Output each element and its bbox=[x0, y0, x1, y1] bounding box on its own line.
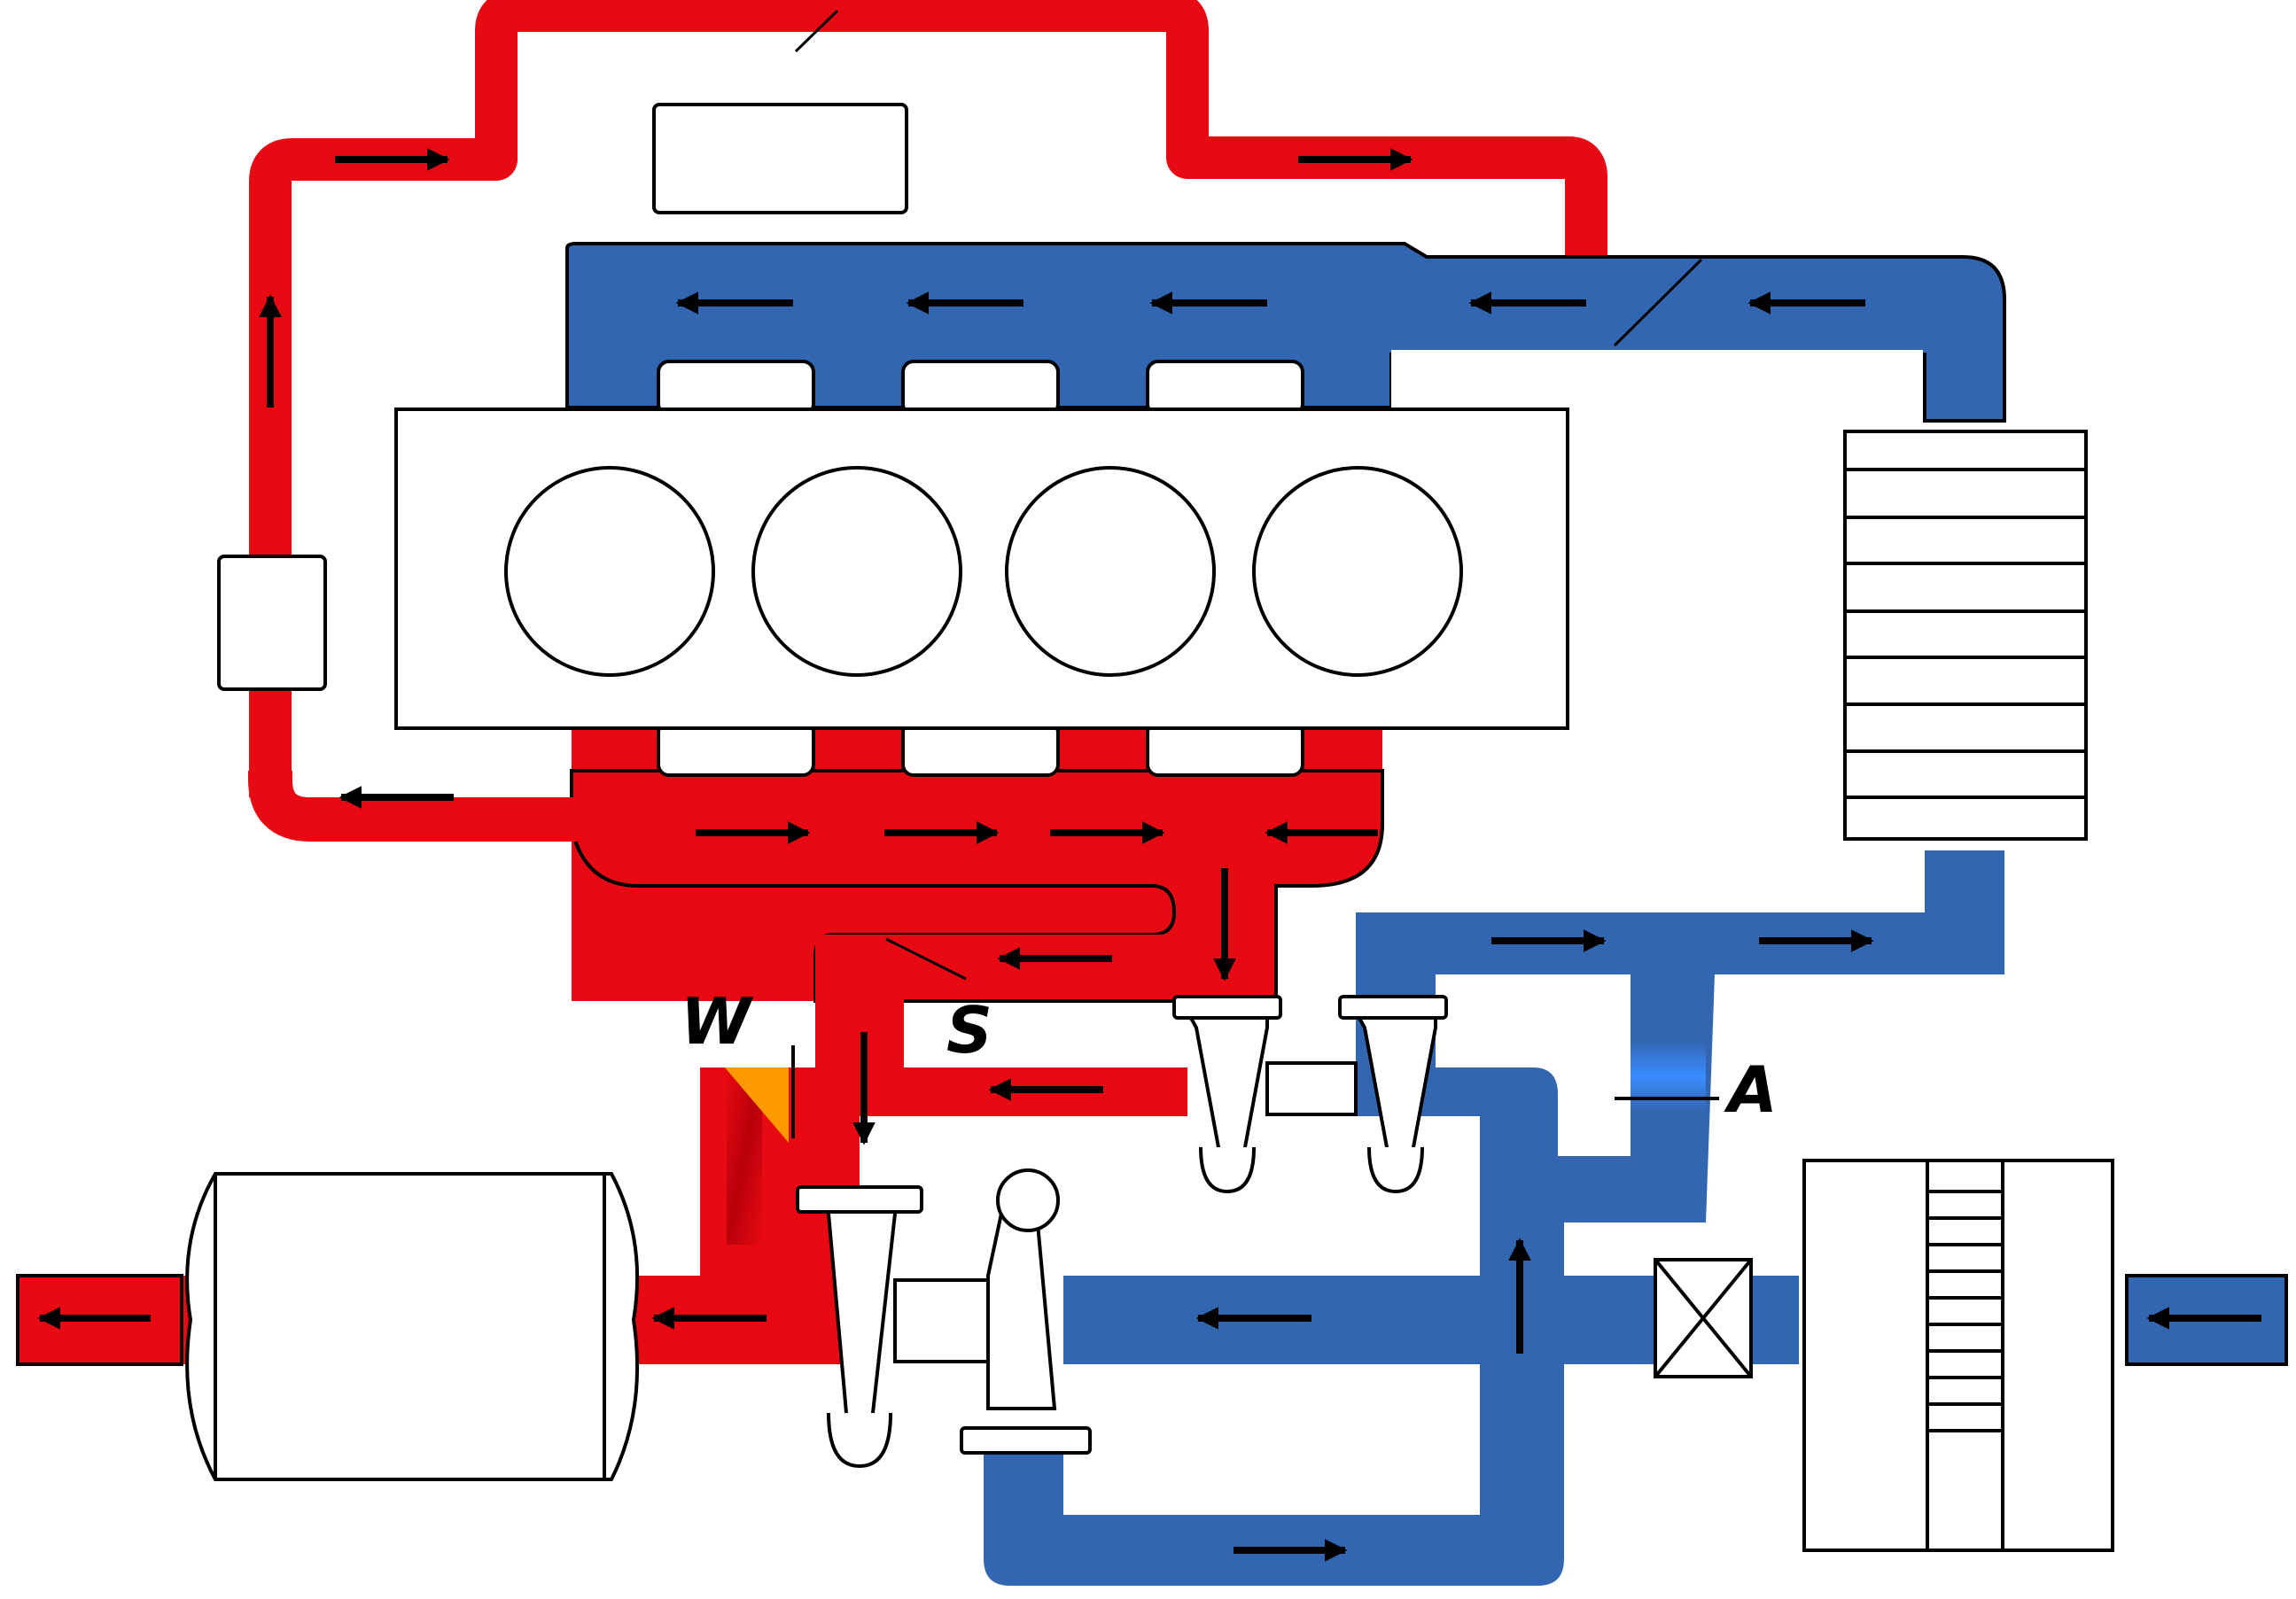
cylinder-1 bbox=[504, 466, 715, 677]
intake-runner bbox=[901, 360, 1060, 416]
muffler bbox=[185, 1172, 640, 1481]
wastegate-label: W bbox=[681, 984, 754, 1059]
turbocharger-large bbox=[796, 1168, 1092, 1469]
turbocharger-small-pair bbox=[1172, 995, 1448, 1194]
side-sensor-box bbox=[217, 555, 327, 691]
throttle-valve bbox=[1654, 1258, 1753, 1378]
cylinder-4 bbox=[1252, 466, 1463, 677]
flow-arrows bbox=[37, 148, 2261, 1562]
air-label: A bbox=[1724, 1052, 1778, 1127]
intake-runner bbox=[657, 360, 815, 416]
scavenge-line bbox=[885, 937, 967, 981]
cylinder-3 bbox=[1005, 466, 1216, 677]
bypass-valve-box bbox=[652, 103, 908, 214]
exhaust-system bbox=[16, 0, 1607, 1366]
cylinder-2 bbox=[751, 466, 962, 677]
scavenge-label: S bbox=[946, 993, 992, 1067]
intake-runner bbox=[1146, 360, 1304, 416]
engine-block bbox=[394, 350, 1923, 777]
valve-line bbox=[794, 9, 839, 53]
air-filter bbox=[1802, 1159, 2114, 1552]
intercooler bbox=[1843, 430, 2088, 841]
intake-marker-line bbox=[1613, 258, 1703, 347]
